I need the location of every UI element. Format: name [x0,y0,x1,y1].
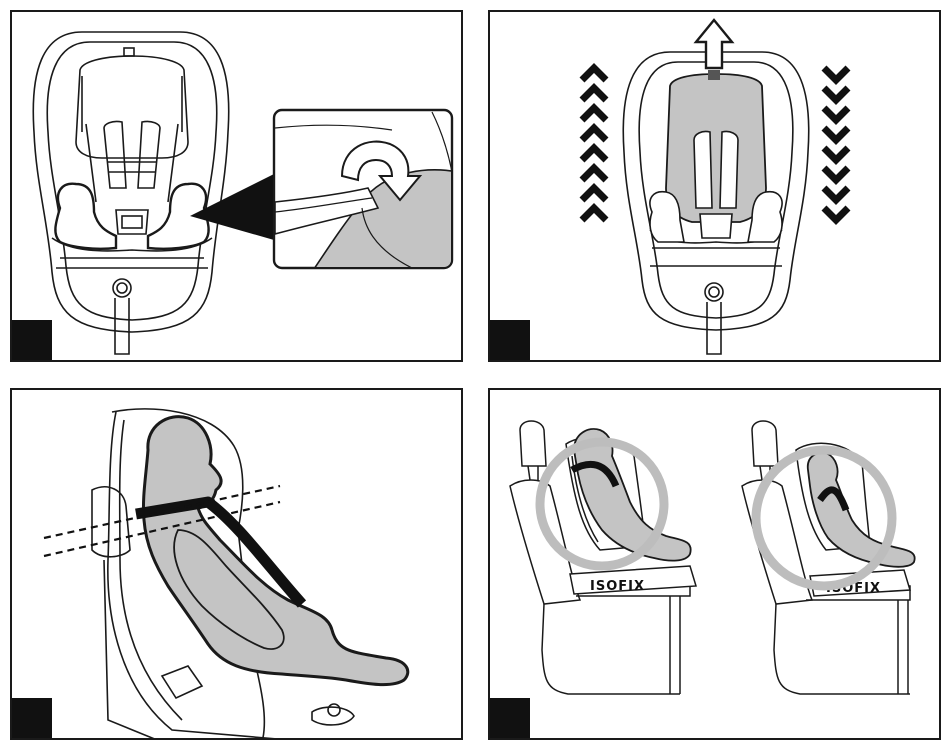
adjustable-headrest [666,74,766,222]
step-number-badge [489,698,530,739]
incorrect-install-illustration: ISOFIX ISOFIX [490,390,941,740]
seat-side-illustration [12,390,463,740]
up-arrow-icon [696,20,732,68]
magnified-inset [274,110,463,272]
down-chevrons-icon [824,68,848,220]
step-number-badge [11,320,52,361]
step-number-badge [489,320,530,361]
seat-adjust-illustration [490,12,941,362]
panel-step-3 [10,388,463,740]
panel-step-4: ISOFIX ISOFIX [488,388,941,740]
scene-left: ISOFIX [510,421,696,694]
scene-right: ISOFIX [742,421,915,694]
panel-step-1 [10,10,463,362]
step-number-badge [11,698,52,739]
panel-step-2 [488,10,941,362]
up-chevrons-icon [582,68,606,220]
seat-front-illustration [12,12,463,362]
isofix-label: ISOFIX [590,579,645,594]
